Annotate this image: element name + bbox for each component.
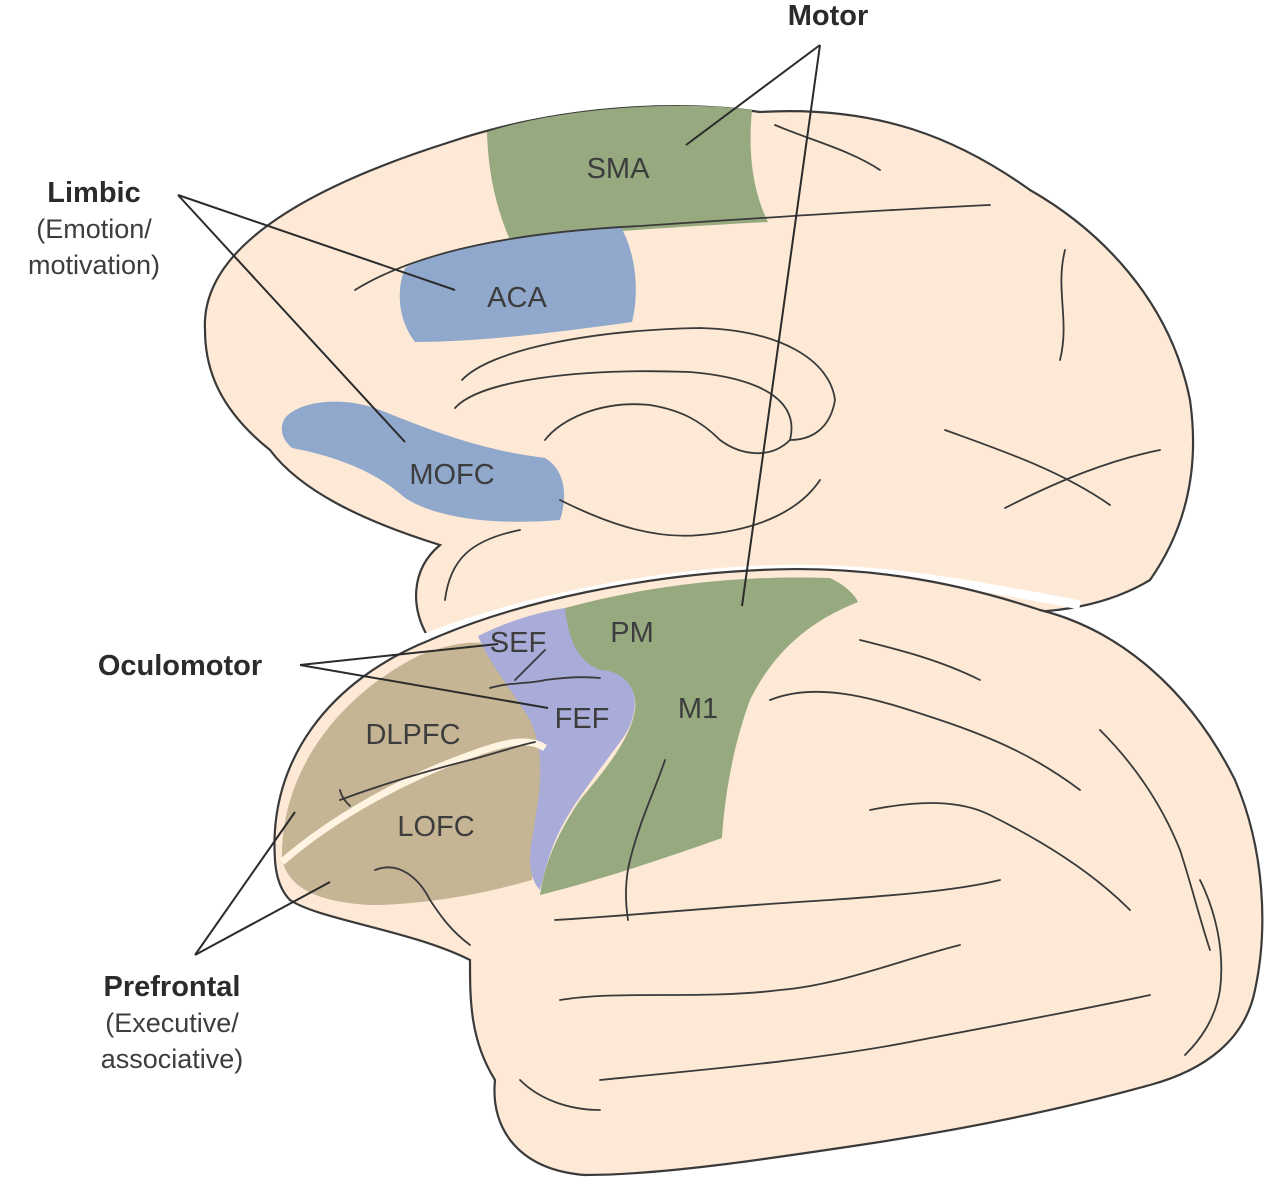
mofc-region [281,401,565,522]
oculomotor-title: Oculomotor [98,650,262,682]
medial-sulcus-occipital [1004,449,1161,509]
lateral-sulcus-lower-tip [519,1079,601,1111]
motor-title: Motor [788,0,869,32]
medial-sulcus-cingulate [354,204,991,291]
prefrontal-sub-1: (Executive/ [105,1008,239,1038]
medial-sulcus-callosal-inner [454,370,793,455]
prefrontal-title: Prefrontal [104,971,241,1003]
sef-label: SEF [490,627,546,659]
mofc-label: MOFC [409,459,494,491]
group-labels: Motor Limbic (Emotion/ motivation) Oculo… [28,0,868,1074]
medial-sulcus-lower-lobe [444,529,521,601]
limbic-title: Limbic [47,177,140,209]
limbic-sub-2: motivation) [28,250,160,280]
motor-leader-sma [685,44,821,146]
oculomotor-leader-fef [299,664,549,709]
lateral-sulcus-frontal-tick [339,789,351,807]
prefrontal-leader-dlpfc [194,811,296,956]
lateral-sulcus-superior-temporal [869,802,1131,911]
medial-sulcus-callosal-outer [461,327,836,441]
medial-sulcus-calcarine [944,429,1111,506]
limbic-sub-1: (Emotion/ [36,214,152,244]
medial-sulcus-parieto [1059,249,1066,361]
dlpfc-label: DLPFC [365,719,460,751]
lateral-sulcus-parietal [859,639,981,681]
aca-region [399,226,636,342]
prefrontal-sub-2: associative) [101,1044,244,1074]
lateral-sulcus-sylvian [554,879,1001,921]
lateral-sulcus-temporal-lower [599,994,1151,1081]
medial-view [203,105,1195,642]
lateral-sulcus-sylvian-ext [559,944,961,1001]
sma-label: SMA [587,153,651,185]
lateral-sulcus-arcuate [489,676,601,689]
lofc-label: LOFC [397,811,474,843]
aca-label: ACA [487,282,547,314]
motor-leader-pm [741,44,821,607]
limbic-leader-aca [177,194,456,291]
leader-lines [177,44,821,956]
principal-sulcus [279,738,547,865]
lateral-sulcus-central [625,759,666,921]
fef-label: FEF [555,703,610,735]
lateral-sulcus-frontal [339,741,536,801]
prefrontal-leader-lofc [194,881,331,956]
region-labels: SMA ACA MOFC SEF PM FEF M1 DLPFC LOFC [365,153,718,843]
oculomotor-leader-sef [299,643,499,666]
lateral-sulcus-orbital [374,866,471,946]
lateral-sulcus-occipital [1184,879,1223,1056]
lateral-sulcus-lunate [1099,729,1211,951]
lateral-sulcus-intraparietal [769,690,1081,791]
medial-sulcus-temporal [559,479,821,537]
lateral-view [273,567,1264,1177]
m1-label: M1 [678,693,718,725]
pm-label: PM [610,617,654,649]
limbic-leader-mofc [177,194,406,443]
medial-sulcus-upper [774,124,881,171]
lateral-sulcus-arcuate-branch [514,649,546,681]
sma-region [487,105,768,240]
motor-region [540,577,858,895]
